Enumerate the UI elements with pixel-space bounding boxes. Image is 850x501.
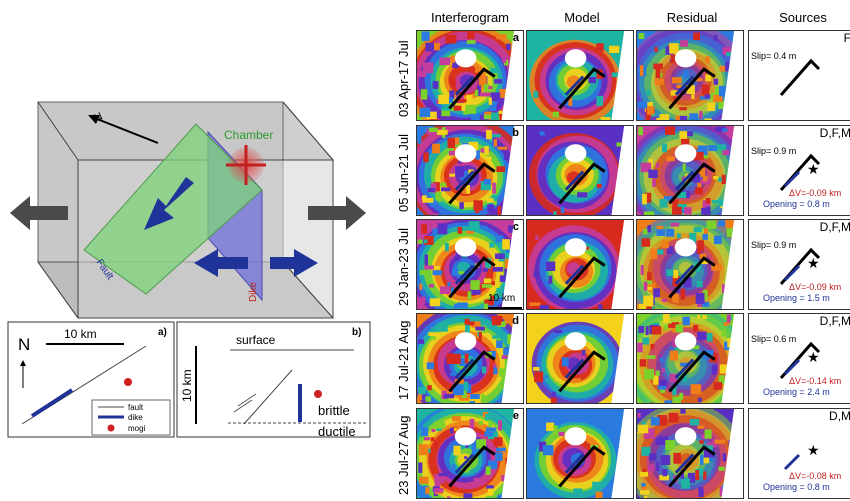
extension-right-arrow: [308, 196, 366, 230]
dike-opening-left-arrow: [194, 249, 248, 277]
interferogram-panel: a: [416, 30, 524, 121]
slip-label: Slip= 0.4 m: [751, 51, 797, 61]
panel-b-surface: surface: [236, 333, 276, 347]
legend-mogi: mogi: [128, 424, 146, 433]
model-panel: [526, 125, 634, 216]
row-letter: b: [512, 127, 519, 139]
panel-b-fault-line: [243, 369, 293, 425]
sources-code: D,F,M: [819, 314, 850, 328]
slip-label: Slip= 0.6 m: [751, 334, 797, 344]
residual-panel: [636, 408, 744, 499]
interferogram-panel: d: [416, 313, 524, 404]
svg-text:★: ★: [807, 349, 820, 365]
row-letter: d: [512, 315, 519, 327]
panel-a-scale-label: 10 km: [64, 327, 97, 341]
residual-panel: [636, 125, 744, 216]
interferogram-panel: c: [416, 219, 524, 310]
source-geometry: ★: [779, 247, 821, 285]
slip-label: Slip= 0.9 m: [751, 146, 797, 156]
grid-scale-bar: [488, 307, 522, 309]
svg-text:★: ★: [807, 161, 820, 177]
row-letter: e: [512, 410, 519, 422]
extension-left-arrow: [10, 196, 68, 230]
interferogram-panel: e: [416, 408, 524, 499]
model-panel: [526, 219, 634, 310]
source-geometry: ★: [779, 341, 821, 379]
residual-panel: [636, 313, 744, 404]
panel-b-brittle: brittle: [318, 403, 350, 418]
sources-code: D,F,M: [819, 126, 850, 140]
sources-panel: F Slip= 0.4 m: [748, 30, 850, 121]
residual-panel: [636, 30, 744, 121]
north-arrow: [91, 116, 159, 144]
model-panel: [526, 313, 634, 404]
legend-fault: fault: [128, 403, 144, 412]
opening-label: Opening = 1.5 m: [763, 293, 830, 303]
row-date-label: 03 Apr-17 Jul: [396, 40, 411, 117]
volume-change-label: ΔV=-0.09 km: [789, 188, 842, 198]
residual-panel: [636, 219, 744, 310]
header-model: Model: [564, 10, 600, 25]
panel-b-mogi: [314, 390, 322, 398]
svg-text:★: ★: [807, 255, 820, 271]
block-diagram: N Chamber Fault Dike N 10 km a) fault di…: [7, 101, 371, 439]
source-geometry: ★: [779, 153, 821, 191]
source-geometry: [779, 58, 821, 96]
opening-label: Opening = 0.8 m: [763, 199, 830, 209]
panel-a-north: N: [18, 335, 30, 354]
panel-b-scale-label: 10 km: [180, 369, 194, 402]
panel-b-frame: [176, 321, 371, 438]
opening-label: Opening = 0.8 m: [763, 482, 830, 492]
legend-dike: dike: [128, 413, 143, 422]
source-geometry: ★: [783, 442, 820, 471]
model-panel: [526, 408, 634, 499]
panel-a-dike-line: [30, 388, 74, 418]
header-sources: Sources: [779, 10, 827, 25]
sources-code: F: [844, 31, 850, 45]
row-date-label: 29 Jan-23 Jul: [396, 227, 411, 306]
fault-plane: [83, 123, 263, 295]
row-letter: c: [512, 221, 519, 233]
panel-a-mogi: [124, 378, 132, 386]
panel-a-letter: a): [158, 327, 167, 338]
dike-label: Dike: [248, 282, 259, 302]
header-interferogram: Interferogram: [430, 10, 510, 25]
svg-text:★: ★: [807, 442, 820, 458]
header-residual: Residual: [666, 10, 718, 25]
chamber-label: Chamber: [224, 128, 273, 142]
row-date-label: 17 Jul-21 Aug: [396, 320, 411, 400]
dike-opening-right-arrow: [270, 249, 318, 277]
model-panel: [526, 30, 634, 121]
row-date-label: 05 Jun-21 Jul: [396, 133, 411, 212]
panel-b-letter: b): [352, 327, 361, 338]
row-letter: a: [512, 32, 519, 44]
panel-b-ductile: ductile: [318, 424, 356, 439]
opening-label: Opening = 2.4 m: [763, 387, 830, 397]
interferogram-panel: b: [416, 125, 524, 216]
volume-change-label: ΔV=-0.14 km: [789, 376, 842, 386]
row-date-label: 23 Jul-27 Aug: [396, 415, 411, 495]
sources-code: D,F,M: [819, 220, 850, 234]
grid-scale-label: 10 km: [488, 293, 516, 304]
sources-code: D,M: [829, 409, 850, 423]
slip-label: Slip= 0.9 m: [751, 240, 797, 250]
volume-change-label: ΔV=-0.08 km: [789, 471, 842, 481]
fault-slip-arrow: [144, 177, 194, 230]
volume-change-label: ΔV=-0.09 km: [789, 282, 842, 292]
